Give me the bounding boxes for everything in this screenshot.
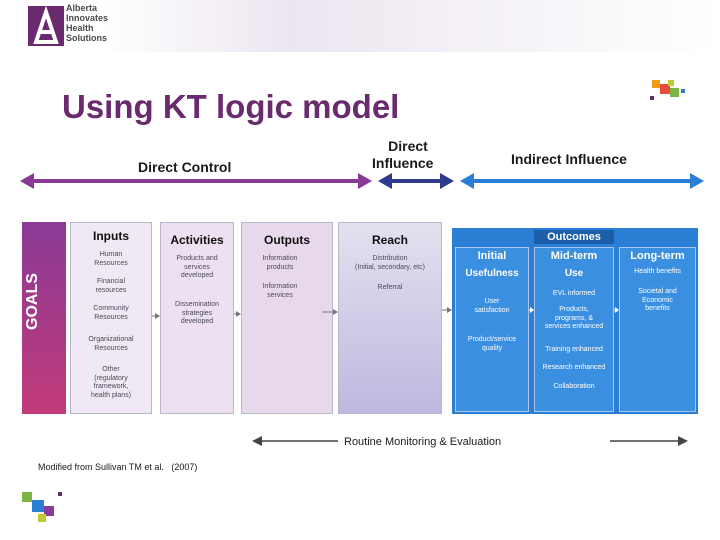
outcomes-title: Outcomes (534, 230, 614, 244)
flow-arrow-icon (155, 313, 160, 319)
inputs-title: Inputs (93, 229, 129, 243)
flow-arrows (152, 307, 619, 319)
outputs-title: Outputs (264, 233, 310, 247)
initial-title: Initial (477, 250, 507, 262)
header-influence-label: Influence (372, 155, 434, 171)
inputs-item: Other (regulatory framework, health plan… (90, 366, 132, 399)
flow-arrow-icon (447, 307, 452, 313)
inputs-column: Inputs Human Resources Financial resourc… (70, 222, 152, 414)
header-direct-label: Direct (388, 138, 428, 154)
midterm-item: Collaboration (553, 383, 595, 390)
flow-arrow-icon (615, 307, 619, 313)
midterm-item: EVL informed (552, 290, 596, 297)
goals-column: GOALS (22, 222, 66, 414)
outputs-column: Outputs Information products Information… (241, 222, 333, 414)
direct-influence-right-arrowhead (440, 173, 454, 189)
indirect-influence-left-arrowhead (460, 173, 474, 189)
inputs-item: Human Resources (94, 251, 128, 267)
citation-text: Modified from Sullivan TM et al. (38, 462, 164, 472)
longterm-item: Societal and Economic benefits (638, 288, 677, 312)
header-direct-control: Direct Control (138, 159, 232, 175)
monitoring-arrow (252, 436, 688, 446)
monitoring-label: Routine Monitoring & Evaluation (344, 436, 502, 448)
flow-arrow-icon (236, 311, 241, 317)
midterm-title: Mid-term (550, 250, 598, 262)
midterm-item: Training enhanced (545, 346, 603, 353)
reach-column: Reach Distribution (Initial, secondary, … (338, 222, 442, 414)
monitoring-right-arrowhead (678, 436, 688, 446)
midterm-subtitle: Use (564, 268, 584, 279)
direct-control-right-arrowhead (358, 173, 372, 189)
midterm-item: Products, programs, & services enhanced (544, 306, 604, 330)
citation: Modified from Sullivan TM et al. (2007) (38, 462, 197, 472)
direct-influence-left-arrowhead (378, 173, 392, 189)
inputs-item: Community Resources (93, 305, 129, 321)
initial-item: User satisfaction (474, 298, 510, 314)
inputs-item: Financial resources (95, 278, 127, 294)
indirect-influence-right-arrowhead (690, 173, 704, 189)
citation-year: (2007) (171, 462, 198, 472)
reach-item: Referral (377, 284, 403, 291)
activities-item: Products and services developed (176, 255, 218, 279)
direct-control-left-arrowhead (20, 173, 34, 189)
midterm-item: Research enhanced (542, 364, 606, 371)
activities-column: Activities Products and services develop… (160, 222, 234, 414)
decorative-squares-icon (650, 80, 685, 100)
outputs-item: Information products (262, 255, 298, 271)
monitoring-left-arrowhead (252, 436, 262, 446)
outcomes-initial-column: Initial Usefulness User satisfaction Pro… (455, 247, 529, 412)
inputs-item: Organizational Resources (88, 336, 134, 352)
decorative-squares-bottom-icon (22, 492, 62, 522)
reach-item: Distribution (Initial, secondary, etc) (355, 255, 425, 271)
reach-title: Reach (371, 233, 409, 247)
header-band (0, 0, 720, 52)
logo-icon (28, 6, 64, 46)
flow-arrow-icon (333, 309, 338, 315)
page-title: Using KT logic model (62, 88, 400, 125)
outputs-item: Information services (262, 283, 298, 299)
outcomes-midterm-column: Mid-term Use EVL informed Products, prog… (534, 247, 614, 412)
header-indirect-influence: Indirect Influence (511, 151, 627, 167)
flow-arrow-icon (530, 307, 534, 313)
longterm-item: Health benefits (634, 268, 681, 275)
longterm-title: Long-term (630, 250, 685, 262)
activities-title: Activities (170, 233, 224, 247)
initial-subtitle: Usefulness (465, 268, 519, 279)
outcomes-longterm-column: Long-term Health benefits Societal and E… (619, 247, 696, 412)
activities-item: Dissemination strategies developed (175, 301, 219, 325)
initial-item: Product/service quality (467, 336, 517, 352)
influence-arrows (20, 173, 704, 189)
